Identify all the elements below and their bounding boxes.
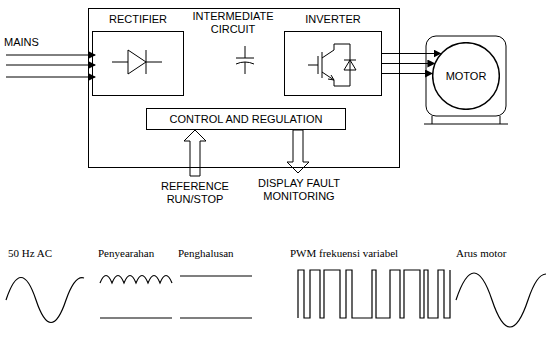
motor-label: MOTOR [446, 70, 487, 83]
block-heading: INVERTER [284, 11, 382, 27]
waveform-caption: Arus motor [456, 247, 546, 260]
waveform-caption: PWM frekuensi variabel [290, 247, 440, 260]
reference-arrow [184, 130, 206, 176]
motor-outline [433, 43, 500, 110]
block-heading: RECTIFIER [92, 11, 184, 27]
control-box: CONTROL AND REGULATION [146, 108, 346, 130]
power-line [382, 53, 441, 54]
display-label: DISPLAY FAULT MONITORING [238, 177, 360, 203]
block-frame [92, 31, 184, 96]
waveform-caption: Penyearahan [98, 247, 178, 260]
reference-label: REFERENCE RUN/STOP [150, 180, 240, 206]
power-line [382, 63, 434, 64]
rectifier-block: RECTIFIER [92, 11, 184, 96]
capacitor-symbol [236, 46, 254, 74]
box-label: CONTROL AND REGULATION [170, 113, 323, 126]
motor-housing [424, 36, 508, 124]
inverter-block: INVERTER [284, 11, 382, 96]
mains-wires [6, 55, 95, 77]
display-arrow [287, 130, 309, 173]
motor-circle: MOTOR [432, 42, 500, 110]
power-line [382, 73, 432, 74]
intermediate-label: INTERMEDIATE CIRCUIT [180, 10, 286, 36]
block-frame [284, 31, 382, 96]
igbt-symbol [308, 44, 356, 86]
diode-symbol [112, 50, 162, 74]
mains-label: MAINS [4, 36, 64, 49]
waveform-caption: Penghalusan [178, 247, 258, 260]
waveforms [6, 270, 546, 327]
waveform-caption: 50 Hz AC [8, 247, 88, 260]
